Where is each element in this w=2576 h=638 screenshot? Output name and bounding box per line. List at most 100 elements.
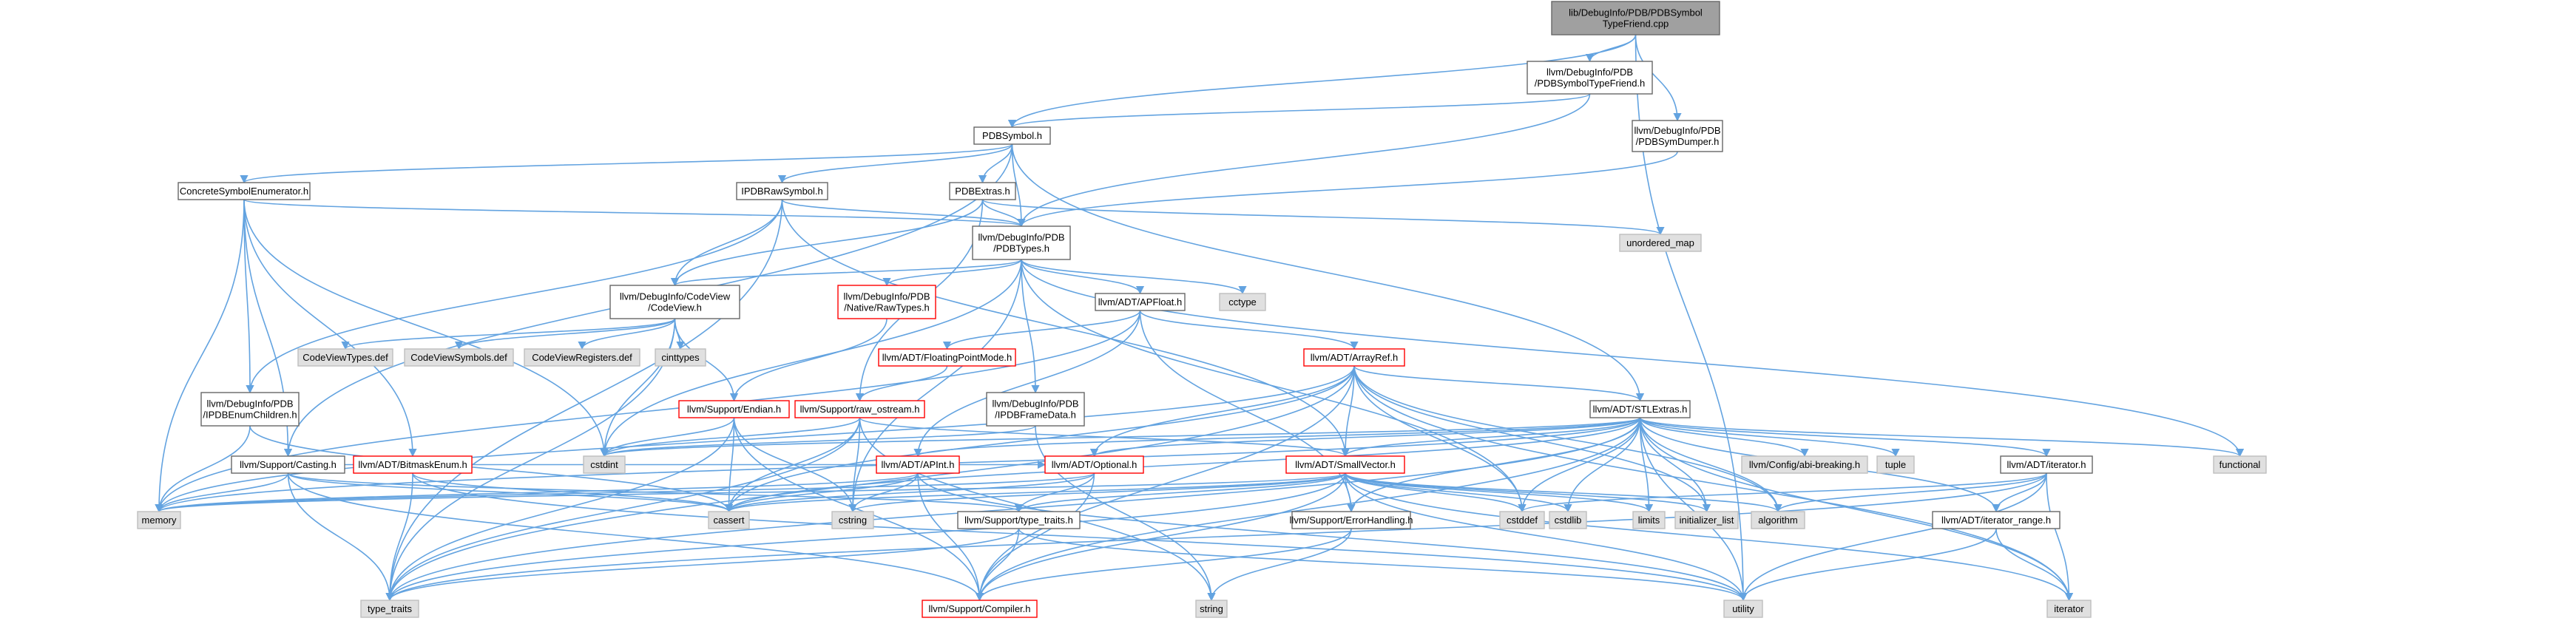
edge-pdbtypes-to-framedata [1021,259,1040,394]
edge-cse-to-bitmask [243,199,417,458]
node-label: llvm/DebugInfo/PDB [206,398,293,410]
edge-rawostream-to-type_traits [385,417,861,602]
node-casting[interactable]: llvm/Support/Casting.h [231,455,345,474]
edge-pdbsymbol-to-cse [240,143,1013,184]
edge-iterator_h-to-iterator [2046,472,2074,602]
node-box [1674,511,1739,529]
node-label: llvm/Config/abi-breaking.h [1749,459,1860,470]
node-label: llvm/ADT/BitmaskEnum.h [358,459,467,470]
node-fpmode[interactable]: llvm/ADT/FloatingPointMode.h [878,348,1016,367]
edge-arrayref-to-initlist [1353,365,1711,513]
node-apfloat[interactable]: llvm/ADT/APFloat.h [1095,293,1186,311]
edge-codeview-to-type_traits [385,318,676,602]
node-label: PDBSymbol.h [982,130,1042,141]
edge-pdbtypes-to-cstddef [1021,259,1527,513]
node-enumchildren[interactable]: llvm/DebugInfo/PDB/IPDBEnumChildren.h [200,392,300,427]
node-extras[interactable]: PDBExtras.h [949,182,1016,200]
node-label: llvm/Support/Compiler.h [929,603,1031,614]
node-box [1741,455,1868,474]
edge-pdbtypes-to-functional [1021,259,2244,458]
node-box [1751,511,1805,529]
node-box [655,348,706,367]
node-label: llvm/ADT/iterator.h [2007,459,2086,470]
node-algorithm: algorithm [1751,511,1805,529]
node-cse[interactable]: ConcreteSymbolEnumerator.h [178,182,311,200]
edge-codeview-to-cstdint [600,318,676,458]
edge-stlextras-to-errorhandling [1347,417,1641,513]
node-label: llvm/DebugInfo/PDB [992,398,1078,410]
node-smallvector[interactable]: llvm/ADT/SmallVector.h [1285,455,1405,474]
node-cinttypes: cinttypes [655,348,706,367]
node-box [1195,600,1228,618]
edge-iraw-to-enumchildren [246,199,783,394]
node-endian[interactable]: llvm/Support/Endian.h [678,400,790,418]
edge-rawostream-to-cstdint [600,417,861,458]
edge-cse-to-cstdint [243,199,609,458]
node-optional[interactable]: llvm/ADT/Optional.h [1044,455,1144,474]
node-label: cstdint [590,459,618,470]
edge-extras-to-pdbtypes [981,199,1026,228]
edge-smallvector-to-iterator [1345,472,2073,602]
node-box [1932,511,2061,529]
edge-typetraits_h-to-utility [1018,528,1748,602]
node-label: IPDBRawSymbol.h [741,186,823,197]
node-label: llvm/ADT/STLExtras.h [1593,404,1688,415]
node-typetraits_h[interactable]: llvm/Support/type_traits.h [957,511,1081,529]
node-label: /Native/RawTypes.h [844,302,930,313]
node-label: limits [1638,515,1660,526]
node-arrayref[interactable]: llvm/ADT/ArrayRef.h [1303,348,1405,367]
node-nativeraw[interactable]: llvm/DebugInfo/PDB/Native/RawTypes.h [837,285,936,319]
node-stlextras[interactable]: llvm/ADT/STLExtras.h [1589,400,1691,418]
node-label: tuple [1885,459,1906,470]
node-box [1044,455,1144,474]
node-pdbsymbol[interactable]: PDBSymbol.h [973,126,1051,145]
node-dumper[interactable]: llvm/DebugInfo/PDB/PDBSymDumper.h [1632,120,1723,152]
node-pdbtypes[interactable]: llvm/DebugInfo/PDB/PDBTypes.h [972,225,1071,260]
edge-smallvector-to-cassert [725,472,1346,513]
node-box [1632,511,1666,529]
node-root[interactable]: lib/DebugInfo/PDB/PDBSymbolTypeFriend.cp… [1551,1,1720,35]
edge-smallvector-to-utility [1345,472,1748,602]
node-compiler[interactable]: llvm/Support/Compiler.h [922,600,1038,618]
node-rawostream[interactable]: llvm/Support/raw_ostream.h [794,400,925,418]
node-apint[interactable]: llvm/ADT/APInt.h [876,455,960,474]
node-label: llvm/ADT/FloatingPointMode.h [882,352,1013,363]
edge-root-to-pdbsymbol [1008,34,1637,129]
node-iterrange[interactable]: llvm/ADT/iterator_range.h [1932,511,2061,529]
edge-smallvector-to-limits [1345,472,1653,513]
edge-iterrange-to-iterator [1995,528,2074,602]
edge-enumchildren-to-cassert [249,425,733,513]
node-bitmask[interactable]: llvm/ADT/BitmaskEnum.h [353,455,473,474]
node-box [708,511,750,529]
node-label: CodeViewTypes.def [302,352,388,363]
edge-endian-to-type_traits [385,417,735,602]
node-label: type_traits [368,603,412,614]
edge-smallvector-to-initlist [1345,472,1711,513]
edge-apint-to-memory [155,472,919,513]
node-box [1551,1,1720,35]
node-box [360,600,419,618]
node-box [297,348,393,367]
node-label: initializer_list [1680,515,1734,526]
edge-stlextras-to-optional [1090,417,1641,458]
node-errorhandling[interactable]: llvm/Support/ErrorHandling.h [1290,511,1413,529]
node-iraw[interactable]: IPDBRawSymbol.h [736,182,828,200]
node-framedata[interactable]: llvm/DebugInfo/PDB/IPDBFrameData.h [986,392,1085,427]
node-label: string [1200,603,1223,614]
node-box [353,455,473,474]
node-iterator_h[interactable]: llvm/ADT/iterator.h [2000,455,2093,474]
node-codeview[interactable]: llvm/DebugInfo/CodeView/CodeView.h [609,285,740,319]
node-label: llvm/DebugInfo/PDB [843,291,930,302]
edge-pdbsymbol-to-iraw [778,143,1013,184]
node-box [678,400,790,418]
node-box [1549,511,1587,529]
node-label: utility [1732,603,1754,614]
node-initlist: initializer_list [1674,511,1739,529]
node-friendh[interactable]: llvm/DebugInfo/PDB/PDBSymbolTypeFriend.h [1527,61,1653,95]
edge-casting-to-memory [155,472,289,513]
edge-cse-to-pdbtypes [243,199,1026,228]
node-box [1619,234,1702,252]
node-label: llvm/Support/raw_ostream.h [800,404,920,415]
edge-fpmode-to-rawostream [855,365,948,402]
node-box [200,392,300,427]
